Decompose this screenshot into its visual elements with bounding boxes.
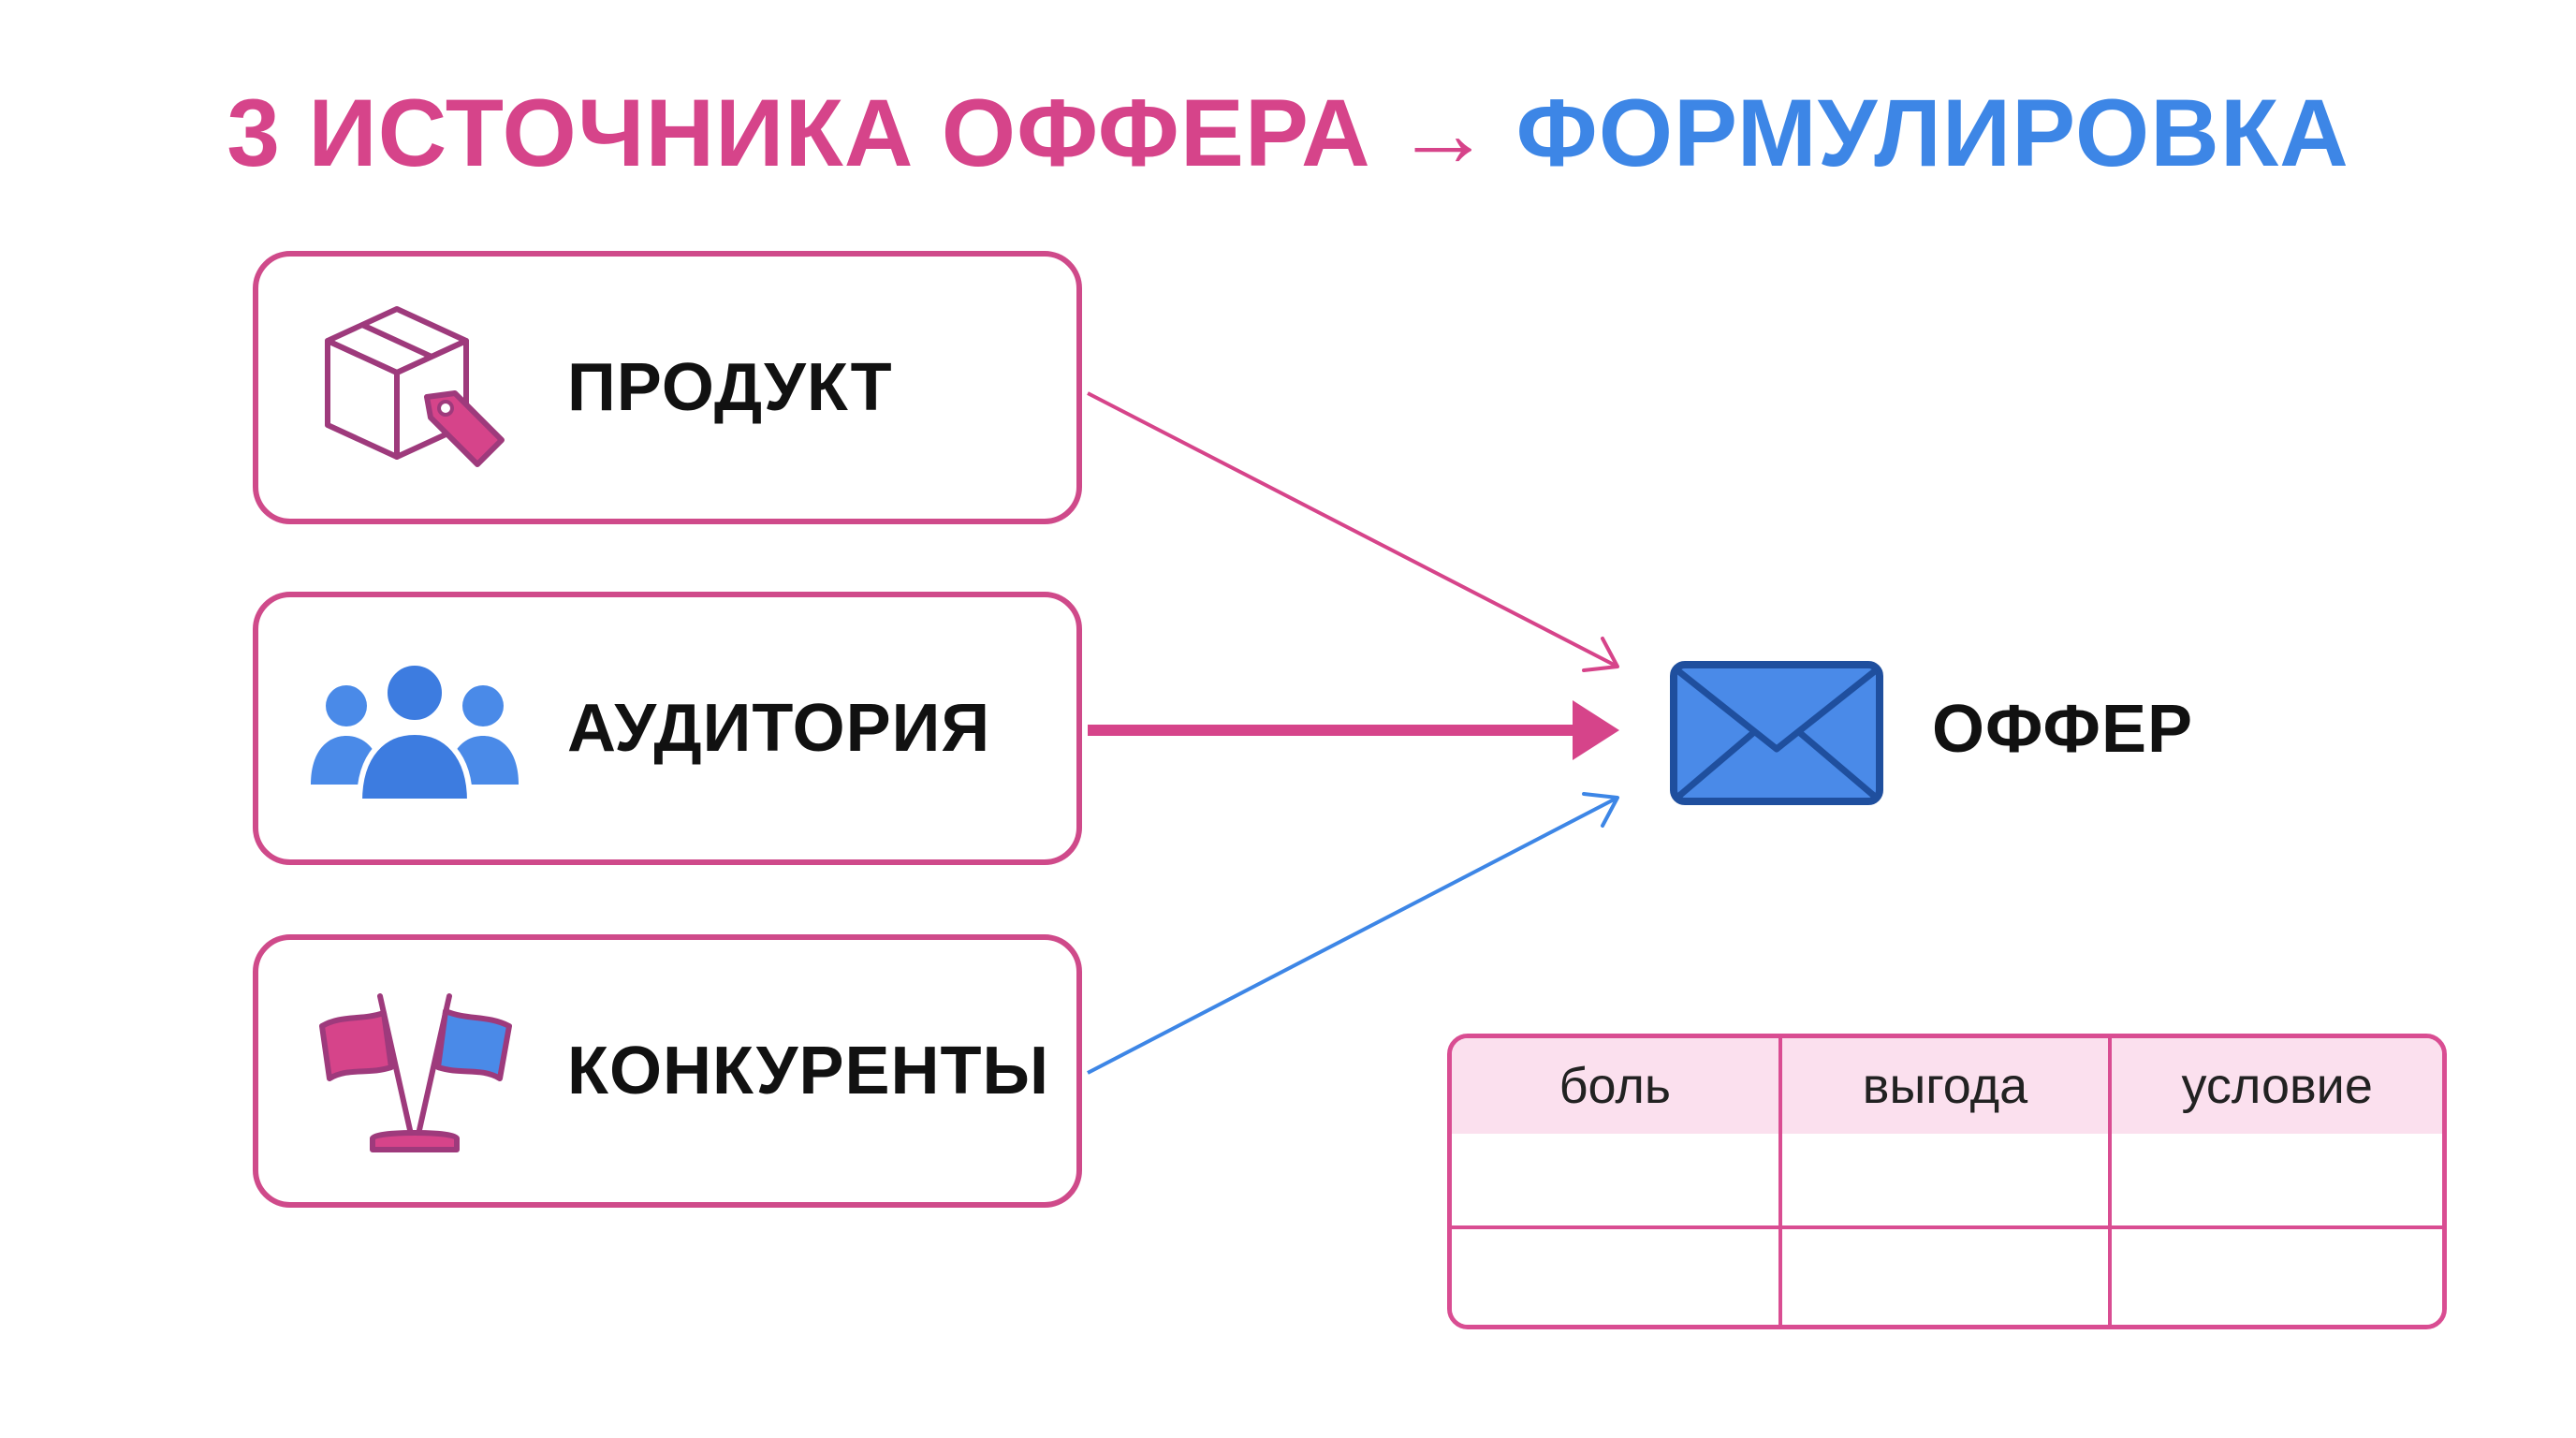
column-header-condition: условие xyxy=(2112,1038,2442,1134)
arrow-competitors-to-offer xyxy=(1087,792,1619,1075)
source-box-audience: АУДИТОРИЯ xyxy=(253,592,1082,865)
arrow-product-to-offer xyxy=(1087,391,1619,672)
page-title: 3 ИСТОЧНИКА ОФФЕРА→ФОРМУЛИРОВКА xyxy=(0,77,2576,189)
title-sources: 3 ИСТОЧНИКА ОФФЕРА xyxy=(227,80,1371,186)
arrow-audience-to-offer xyxy=(1088,700,1619,760)
source-label-audience: АУДИТОРИЯ xyxy=(567,691,991,766)
source-label-competitors: КОНКУРЕНТЫ xyxy=(567,1034,1049,1108)
title-arrow: → xyxy=(1395,80,1492,186)
offer-formulation-table: боль выгода условие xyxy=(1447,1034,2447,1329)
offer-label: ОФФЕР xyxy=(1932,692,2194,767)
source-box-competitors: КОНКУРЕНТЫ xyxy=(253,934,1082,1208)
table-cell xyxy=(1781,1134,2113,1229)
table-header-row: боль выгода условие xyxy=(1452,1038,2442,1134)
people-group-icon xyxy=(307,635,522,822)
source-box-product: ПРОДУКТ xyxy=(253,251,1082,524)
crossed-flags-icon xyxy=(307,977,522,1165)
source-label-product: ПРОДУКТ xyxy=(567,350,893,425)
box-with-tag-icon xyxy=(307,294,522,481)
table-row xyxy=(1452,1229,2442,1325)
table-cell xyxy=(1452,1229,1782,1325)
column-header-benefit: выгода xyxy=(1781,1038,2113,1134)
table-cell xyxy=(1452,1134,1782,1229)
table-cell xyxy=(2112,1229,2442,1325)
envelope-icon xyxy=(1668,659,1885,807)
table-row xyxy=(1452,1134,2442,1229)
column-header-pain: боль xyxy=(1452,1038,1782,1134)
table-cell xyxy=(1781,1229,2113,1325)
title-formulation: ФОРМУЛИРОВКА xyxy=(1515,80,2349,186)
table-cell xyxy=(2112,1134,2442,1229)
